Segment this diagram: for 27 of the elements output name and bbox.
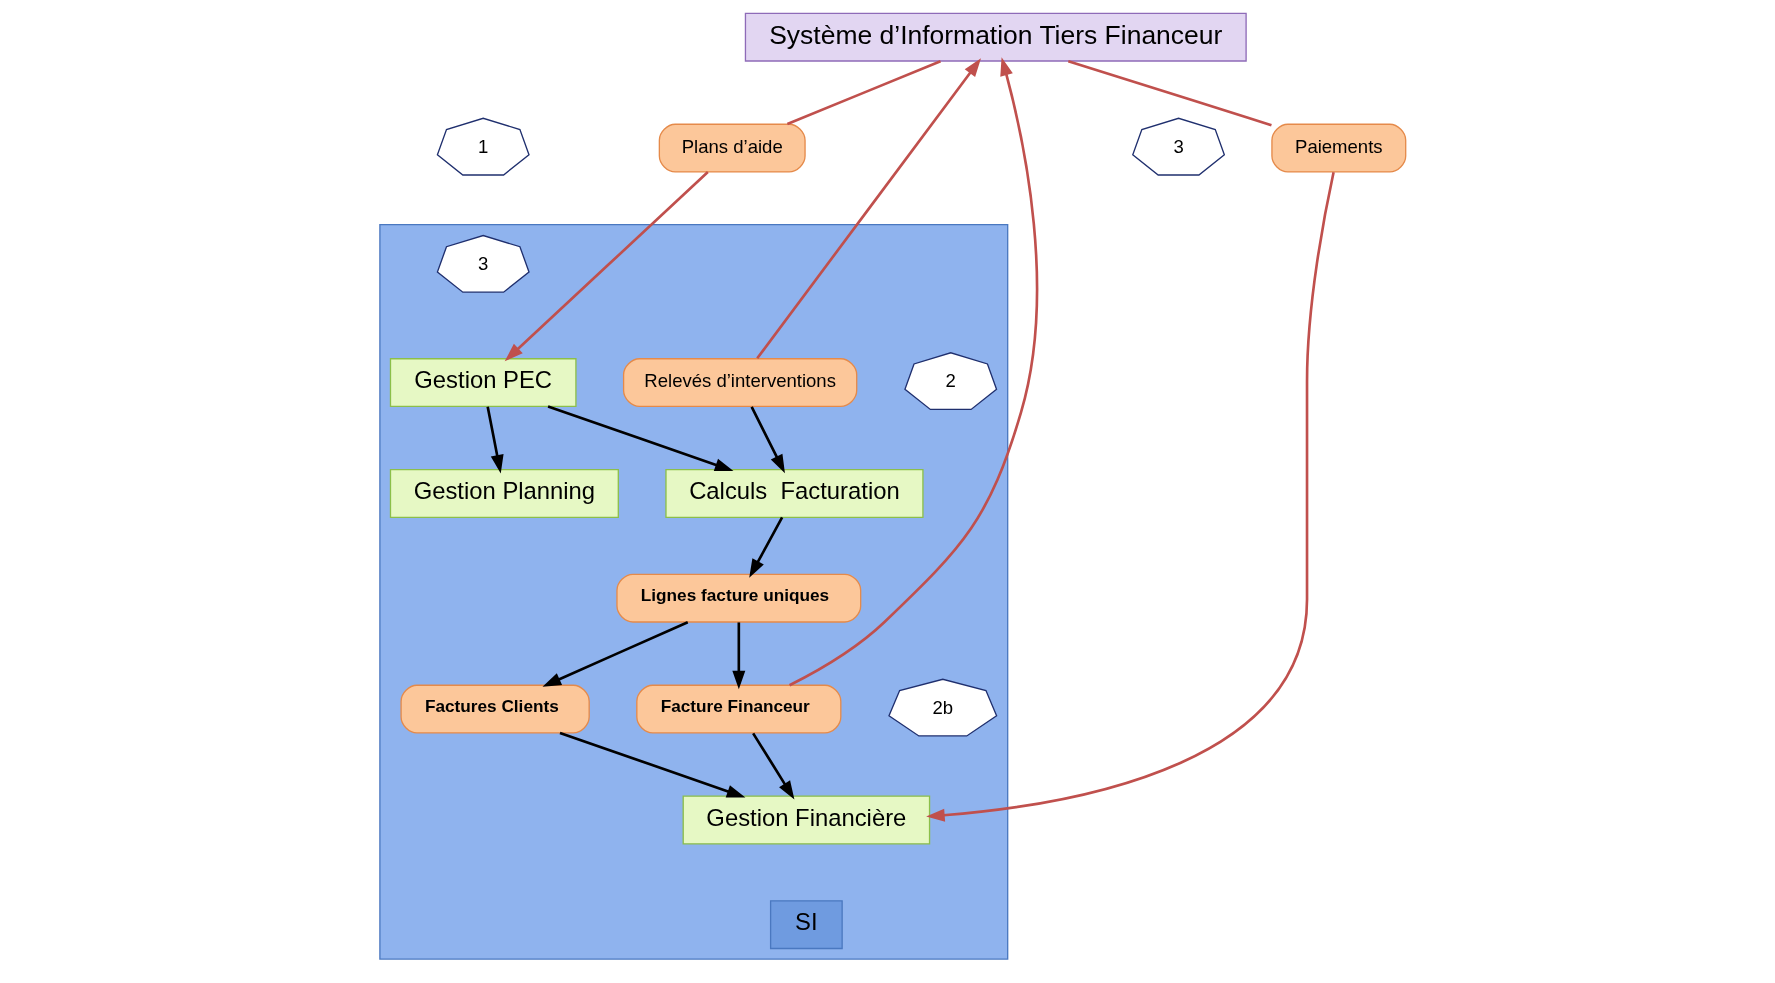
arrow	[542, 620, 689, 687]
arrow	[756, 58, 981, 360]
arrow	[732, 622, 746, 690]
connector	[786, 59, 942, 126]
node-box: Gestion Planning	[389, 469, 619, 518]
arrow	[788, 57, 1039, 687]
node-box: Gestion Financière	[682, 795, 931, 845]
node-box: Relevés d’interventions	[622, 358, 858, 408]
cluster	[379, 223, 1009, 960]
node-box: SI	[769, 900, 843, 950]
node-box: Gestion PEC	[389, 358, 577, 408]
arrow	[559, 731, 746, 798]
node-box: Facture Financeur	[636, 684, 842, 734]
arrow	[547, 405, 734, 471]
node-box: Système d’Information Tiers Financeur	[744, 12, 1247, 62]
arrow	[752, 732, 795, 800]
node-box: Plans d’aide	[658, 123, 806, 173]
arrow	[504, 171, 709, 362]
node-box: Paiements	[1271, 123, 1407, 173]
node-box: Calculs Facturation	[665, 469, 924, 518]
node-box: Lignes facture uniques	[616, 573, 862, 623]
node-box: Factures Clients	[400, 684, 590, 734]
arrow	[750, 406, 785, 474]
arrow	[926, 172, 1335, 822]
connector	[1067, 59, 1272, 127]
arrow	[749, 516, 784, 578]
arrow	[486, 406, 504, 474]
